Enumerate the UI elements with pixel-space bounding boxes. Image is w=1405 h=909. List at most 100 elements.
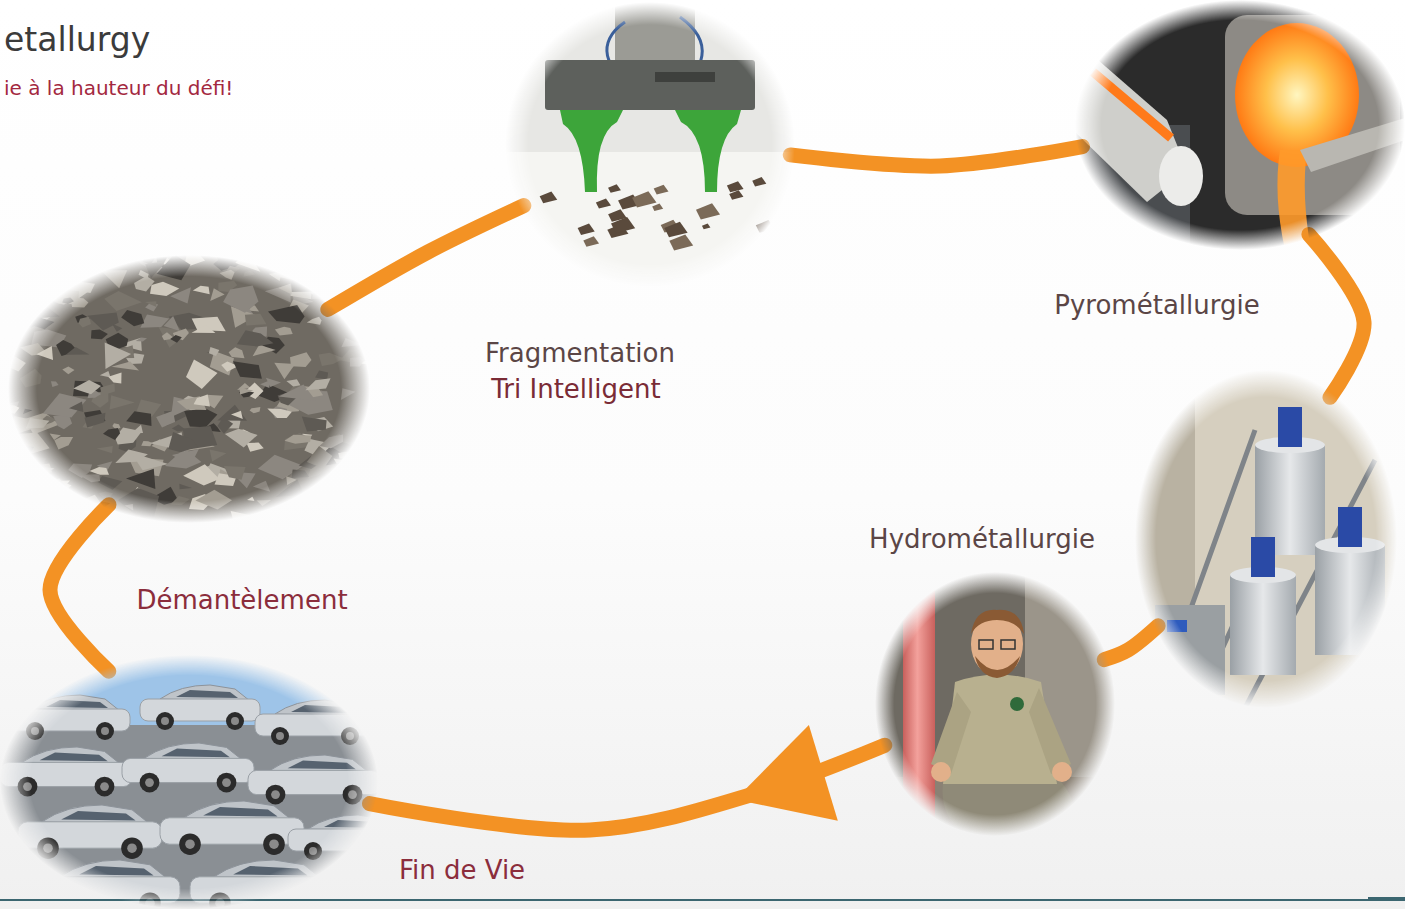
scrap-piece — [72, 495, 105, 515]
connector-line — [790, 147, 1082, 167]
fragment — [752, 177, 766, 186]
scrap-piece — [118, 488, 159, 517]
hand — [931, 762, 951, 782]
hub — [348, 790, 357, 799]
furnace-body — [1225, 15, 1400, 215]
scrap-piece — [216, 247, 242, 263]
hub — [31, 727, 39, 735]
fragment — [525, 238, 538, 246]
car-window — [176, 690, 238, 698]
scrap-piece — [79, 317, 92, 328]
stage-photo: Hydrométallurgie — [1135, 370, 1397, 708]
fragment — [652, 204, 663, 211]
wheel — [209, 892, 231, 909]
photo — [0, 655, 408, 909]
scrap-piece — [101, 270, 127, 288]
wheel — [55, 892, 77, 909]
scrap-piece — [0, 505, 21, 522]
stage-label: Hydrométallurgie — [869, 525, 1095, 555]
wheel — [343, 785, 363, 805]
stage-photo: FragmentationTri Intelligent — [505, 2, 795, 287]
scrap-piece — [143, 255, 155, 265]
scrap-piece — [25, 413, 60, 435]
badge — [1010, 697, 1024, 711]
scrap-piece — [194, 395, 210, 407]
scrap-piece — [1, 256, 17, 265]
tank — [1230, 575, 1296, 675]
fragment — [756, 220, 775, 233]
scrap-piece — [271, 267, 296, 281]
scrap-piece — [307, 446, 333, 469]
scrap-piece — [100, 384, 115, 396]
gripper-head — [545, 60, 755, 110]
scrap-piece — [99, 515, 110, 519]
claw — [675, 110, 741, 192]
scrap-piece — [0, 328, 16, 337]
scrap-piece — [231, 511, 254, 526]
scrap-piece — [332, 307, 349, 321]
scrap-piece — [231, 411, 243, 419]
scrap-piece — [124, 504, 133, 511]
glasses — [979, 640, 1015, 649]
scrap-piece — [43, 393, 87, 417]
table — [505, 152, 795, 287]
car-window — [61, 811, 135, 821]
title-area: etallurgy — [4, 20, 150, 59]
scrap-piece — [37, 346, 54, 360]
scrap-piece — [63, 249, 94, 270]
wheel — [139, 892, 161, 909]
wheel — [263, 833, 285, 855]
scrap-piece — [233, 361, 262, 379]
scrap-piece — [27, 317, 54, 330]
scrap-piece — [356, 307, 371, 313]
stage-label: Pyrométallurgie — [1054, 291, 1259, 321]
scrap-piece — [253, 345, 276, 356]
scrap-piece — [108, 373, 121, 384]
scrap-piece — [51, 381, 59, 387]
arms — [931, 688, 1071, 774]
copper-rod — [903, 590, 935, 836]
scrap-piece — [97, 446, 113, 453]
scrap-piece — [168, 432, 197, 452]
scrap-piece — [115, 428, 142, 445]
scrap-piece — [145, 302, 158, 311]
fragment — [583, 236, 599, 246]
wheel — [179, 833, 201, 855]
scrap-piece — [210, 450, 227, 462]
photo-ground — [875, 572, 1115, 836]
control-light — [1167, 620, 1187, 632]
wheel — [217, 773, 237, 793]
hub — [43, 843, 53, 853]
hub — [309, 847, 317, 855]
scrap-piece — [159, 327, 190, 348]
photo-frame — [505, 2, 795, 287]
hub — [185, 839, 195, 849]
hub — [269, 839, 279, 849]
photo-frame — [875, 572, 1115, 836]
scrap-piece — [344, 471, 355, 478]
motor — [1338, 507, 1362, 547]
wheel — [26, 722, 44, 740]
scrap-piece — [126, 469, 155, 489]
scrap-piece — [155, 518, 164, 523]
control-box — [1155, 605, 1225, 695]
scrap-piece — [89, 251, 122, 270]
scrap-piece — [192, 325, 216, 333]
scrap-piece — [286, 379, 300, 386]
photo — [1075, 0, 1405, 250]
photo — [875, 572, 1115, 837]
scrap-piece — [105, 343, 131, 370]
scrap-piece — [8, 466, 22, 475]
scrap-piece — [170, 496, 190, 505]
hub — [299, 898, 309, 908]
hub — [101, 727, 109, 735]
wheel — [226, 712, 244, 730]
molten-stream — [1277, 150, 1311, 250]
car-window — [162, 749, 230, 758]
scrap-piece — [253, 481, 270, 492]
scrap-piece — [278, 284, 292, 295]
gripper-part — [655, 72, 715, 82]
fragment — [702, 224, 710, 230]
wheel — [266, 785, 286, 805]
claw — [560, 110, 623, 192]
